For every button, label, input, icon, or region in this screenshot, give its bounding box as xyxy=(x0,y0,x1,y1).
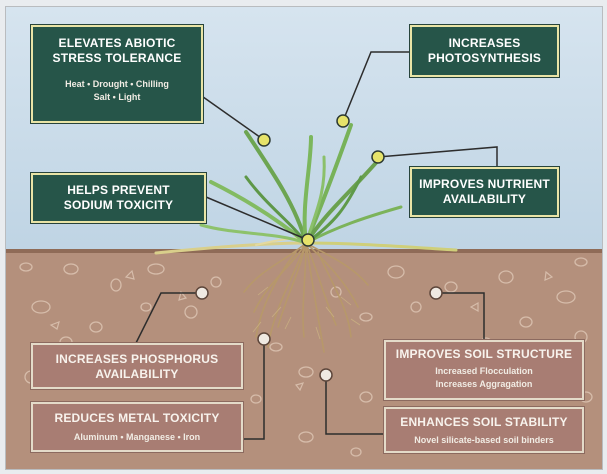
soil-stability-box: ENHANCES SOIL STABILITY Novel silicate-b… xyxy=(384,407,584,453)
soil-structure-sub-line2: Increases Aggragation xyxy=(386,378,582,391)
abiotic-title-line1: ELEVATES ABIOTIC xyxy=(33,36,201,51)
sodium-title-line1: HELPS PREVENT xyxy=(33,183,204,198)
abiotic-sub-line1: Heat • Drought • Chilling xyxy=(33,78,201,91)
soil-stability-sub: Novel silicate-based soil binders xyxy=(386,434,582,447)
phosphorus-title-line2: AVAILABILITY xyxy=(33,367,241,382)
soil-structure-sub-line1: Increased Flocculation xyxy=(386,365,582,378)
soil-structure-title: IMPROVES SOIL STRUCTURE xyxy=(386,347,582,362)
sodium-title-line2: SODIUM TOXICITY xyxy=(33,198,204,213)
phosphorus-box: INCREASES PHOSPHORUS AVAILABILITY xyxy=(31,343,243,389)
abiotic-stress-box: ELEVATES ABIOTIC STRESS TOLERANCE Heat •… xyxy=(31,25,203,123)
metal-title: REDUCES METAL TOXICITY xyxy=(33,411,241,426)
abiotic-sub-line2: Salt • Light xyxy=(33,91,201,104)
sodium-toxicity-box: HELPS PREVENT SODIUM TOXICITY xyxy=(31,173,206,223)
soil-stability-title: ENHANCES SOIL STABILITY xyxy=(386,415,582,430)
metal-sub: Aluminum • Manganese • Iron xyxy=(33,431,241,444)
photosynthesis-title-line2: PHOTOSYNTHESIS xyxy=(412,51,557,66)
grass-blades xyxy=(201,125,401,243)
nutrient-availability-box: IMPROVES NUTRIENT AVAILABILITY xyxy=(410,167,559,217)
metal-toxicity-box: REDUCES METAL TOXICITY Aluminum • Mangan… xyxy=(31,402,243,452)
nutrient-title-line1: IMPROVES NUTRIENT xyxy=(412,177,557,192)
abiotic-title-line2: STRESS TOLERANCE xyxy=(33,51,201,66)
photosynthesis-title-line1: INCREASES xyxy=(412,36,557,51)
nutrient-title-line2: AVAILABILITY xyxy=(412,192,557,207)
phosphorus-title-line1: INCREASES PHOSPHORUS xyxy=(33,352,241,367)
soil-structure-box: IMPROVES SOIL STRUCTURE Increased Floccu… xyxy=(384,340,584,400)
photosynthesis-box: INCREASES PHOTOSYNTHESIS xyxy=(410,25,559,77)
diagram-frame: ELEVATES ABIOTIC STRESS TOLERANCE Heat •… xyxy=(5,6,603,470)
